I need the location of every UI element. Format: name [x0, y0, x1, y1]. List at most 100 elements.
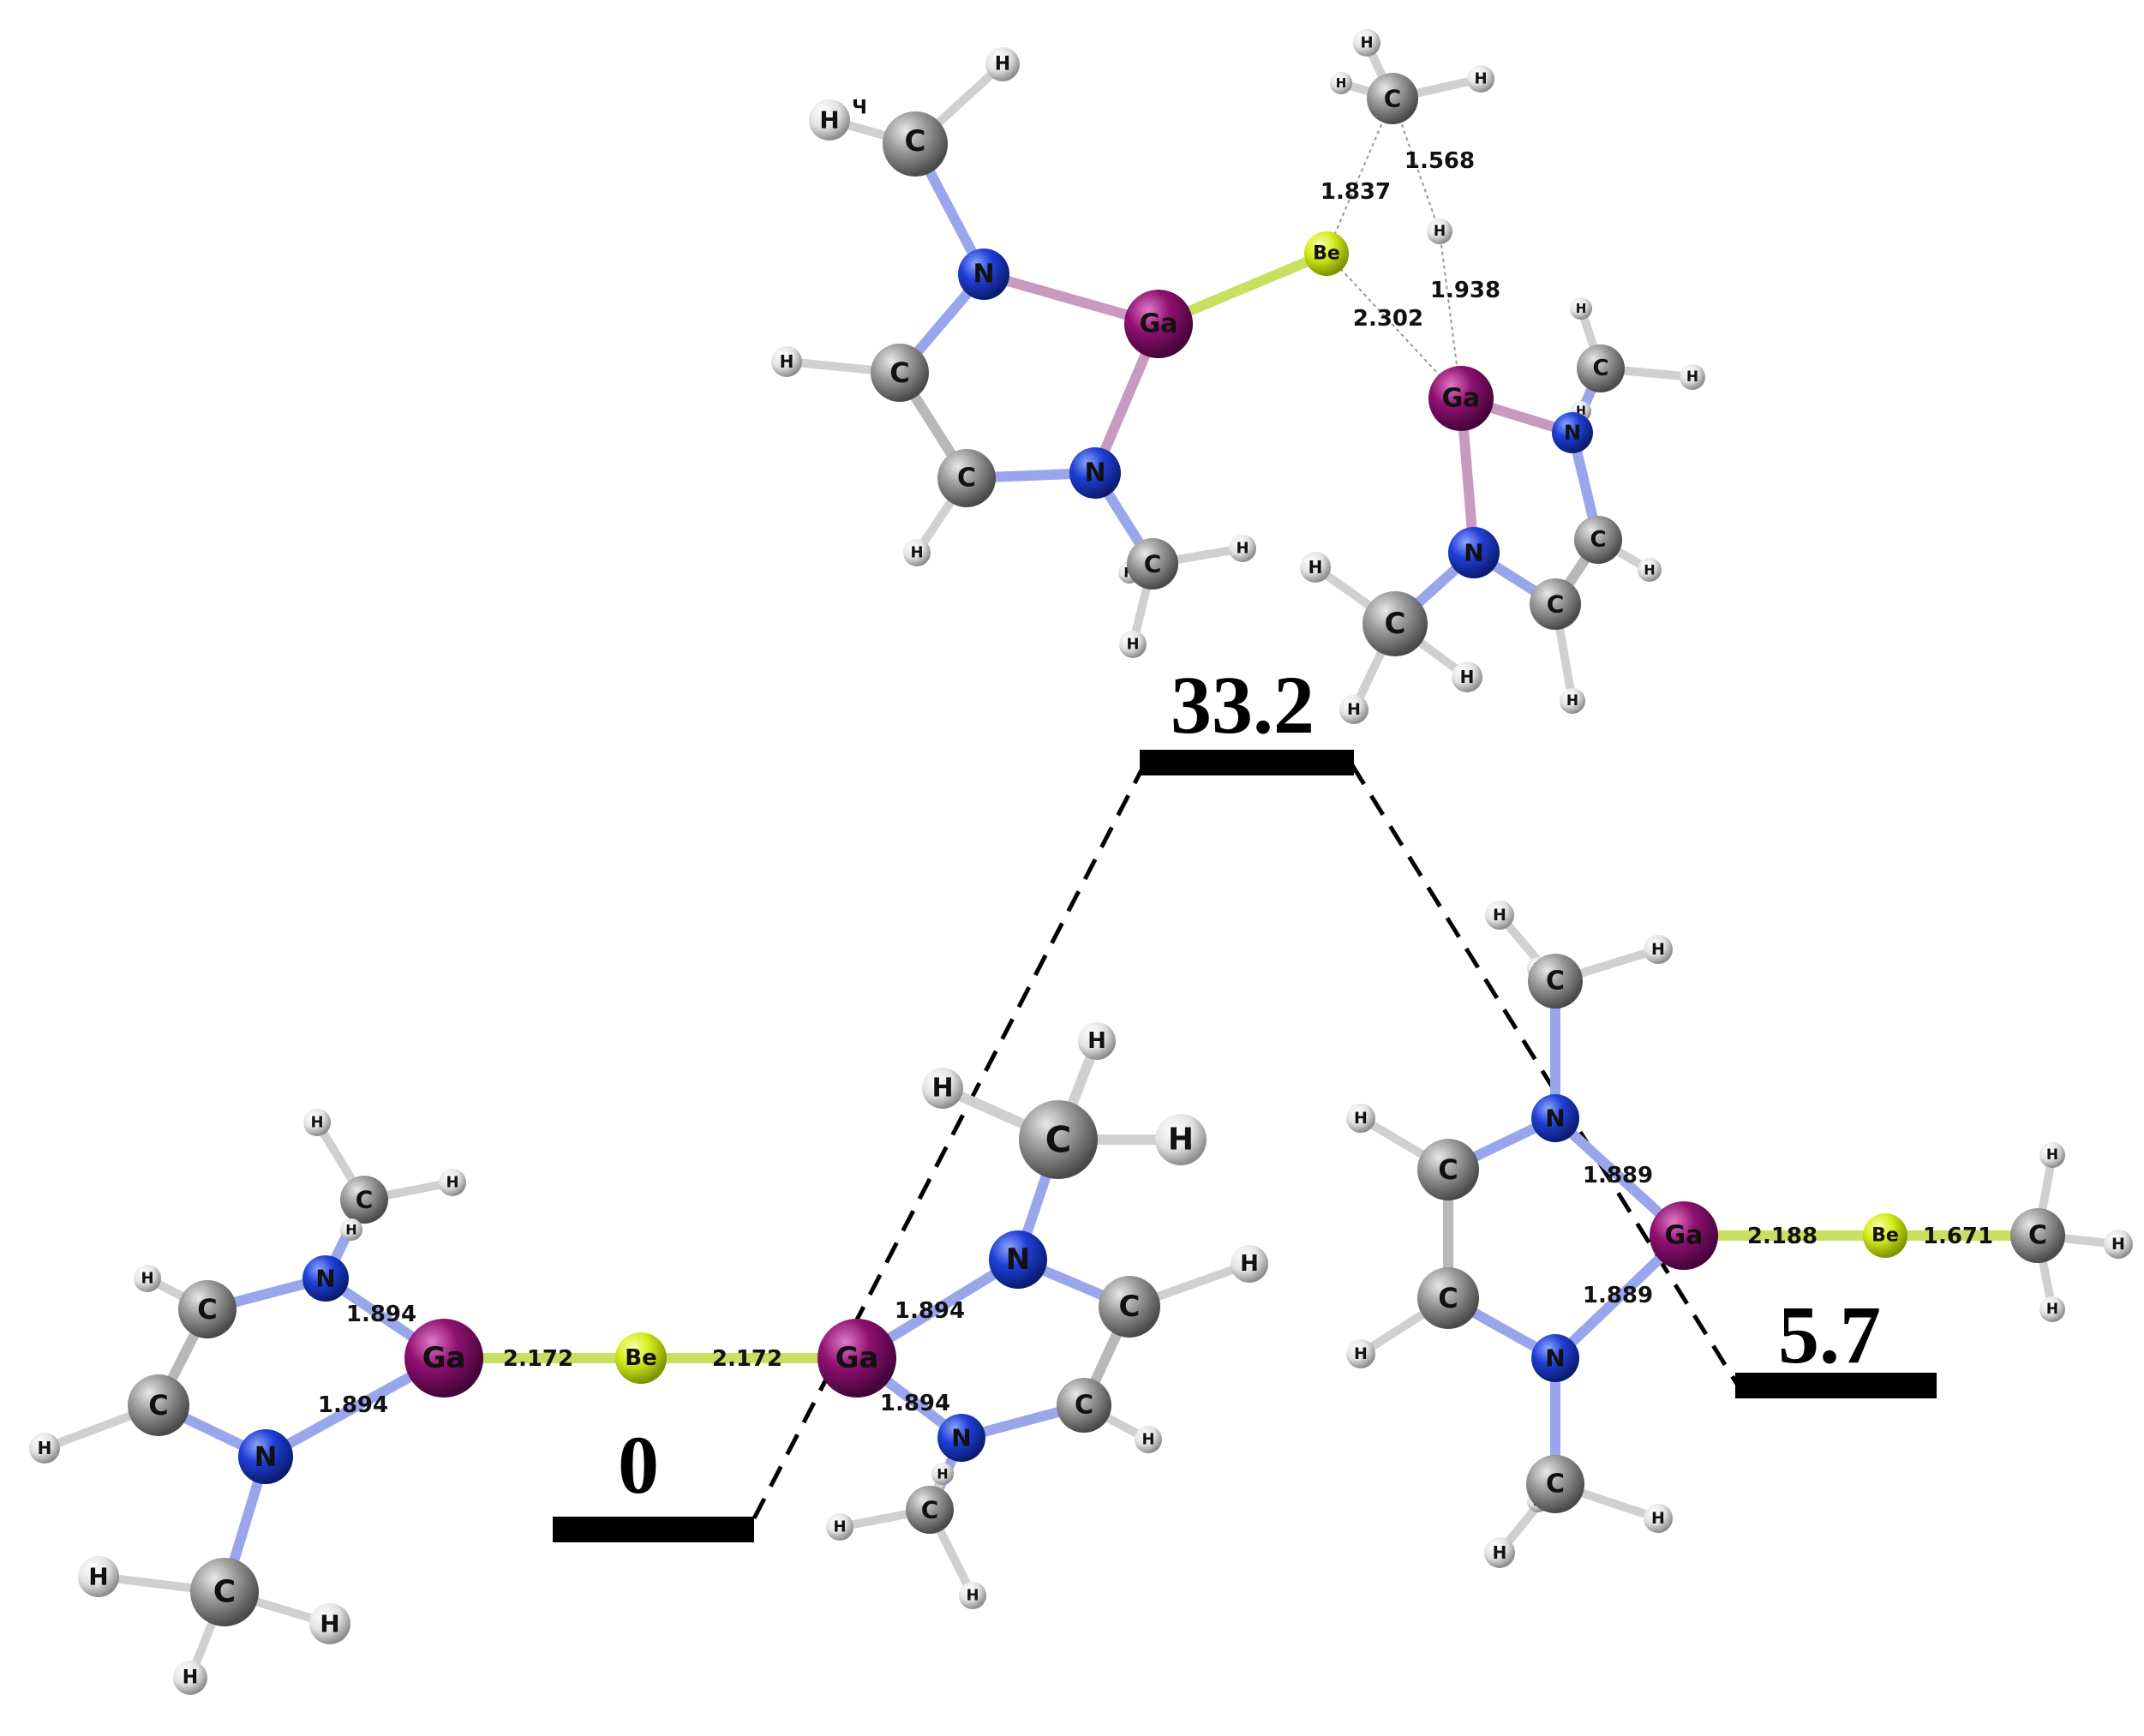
svg-text:H: H [966, 1587, 979, 1605]
svg-text:H: H [1686, 368, 1698, 386]
atom-c: C [1574, 516, 1622, 564]
atom-c: C [1530, 578, 1581, 630]
atom-n: N [1531, 1094, 1579, 1142]
atom-c: C [1528, 954, 1583, 1009]
atom-n: N [1531, 1334, 1579, 1382]
product-atoms: H H H C H N C Ga Be H C H H C H N H C H … [1346, 901, 2133, 1568]
atom-h: H [1078, 1022, 1116, 1060]
atom-h: H [826, 1513, 853, 1541]
atom-h: H [78, 1556, 119, 1597]
atom-h: H [1467, 65, 1494, 93]
atom-h: H [309, 1603, 350, 1644]
bond-length-label: 2.172 [503, 1346, 573, 1372]
atom-n: N [302, 1255, 349, 1302]
atom-c: C [906, 1486, 954, 1534]
svg-text:H: H [819, 106, 839, 135]
atom-c: C [1057, 1378, 1111, 1433]
svg-text:H: H [320, 1610, 339, 1638]
svg-text:N: N [1564, 421, 1581, 445]
atom-h: H [1680, 364, 1705, 390]
svg-text:N: N [315, 1265, 335, 1293]
atom-h: H [1570, 297, 1592, 320]
atom-h: H [1353, 29, 1380, 57]
svg-text:H: H [1087, 1028, 1106, 1054]
atom-n: N [1448, 527, 1500, 578]
svg-text:C: C [1592, 356, 1608, 381]
svg-text:C: C [957, 464, 976, 494]
bond-length-label: 1.894 [880, 1391, 950, 1416]
bond-length-label: 1.894 [318, 1392, 388, 1418]
atom-c: C [1577, 344, 1625, 392]
energy-levels: 0 33.2 5.7 [553, 659, 1937, 1542]
svg-text:N: N [255, 1440, 278, 1473]
svg-text:Ga: Ga [422, 1341, 466, 1375]
svg-text:C: C [1438, 1153, 1458, 1186]
transition-state-molecule: H H Ч C N H C C N H H C H H Ga Be H H C … [771, 29, 1705, 724]
svg-text:C: C [148, 1389, 168, 1422]
atom-h: H [1300, 552, 1331, 583]
bond-length-label: 1.894 [346, 1302, 416, 1327]
svg-text:C: C [889, 356, 909, 389]
atom-c: C [340, 1176, 388, 1224]
atom-h: H [1231, 1245, 1268, 1283]
reactant-bond-lengths: 1.894 1.894 2.172 2.172 1.894 1.894 [318, 1298, 965, 1418]
svg-text:N: N [1084, 458, 1105, 488]
svg-text:H: H [1309, 557, 1323, 578]
atom-h: H [1229, 535, 1256, 562]
svg-text:H: H [1434, 223, 1446, 240]
ts-atoms: H H Ч C N H C C N H H C H H Ga Be H H C … [771, 29, 1705, 724]
energy-level-ts [1140, 750, 1354, 775]
svg-text:H: H [1240, 1251, 1259, 1277]
svg-text:C: C [2028, 1221, 2047, 1251]
bond-length-label: 1.894 [895, 1298, 965, 1324]
svg-text:N: N [1545, 1344, 1565, 1373]
svg-text:H: H [1336, 75, 1347, 91]
atom-c: C [883, 111, 948, 177]
atom-ga: Ga [817, 1319, 896, 1398]
svg-text:H: H [1651, 940, 1665, 959]
svg-text:H: H [88, 1563, 108, 1591]
atom-h: H [903, 539, 931, 566]
svg-text:H: H [780, 351, 794, 372]
bond-length-label: 1.889 [1583, 1283, 1653, 1308]
atom-ga: Ga [1428, 366, 1494, 431]
svg-text:H: H [141, 1270, 153, 1288]
svg-text:H: H [1493, 1542, 1507, 1563]
svg-text:C: C [905, 124, 926, 159]
svg-text:Ga: Ga [1442, 384, 1481, 414]
atom-h: H [439, 1169, 466, 1196]
svg-text:H: H [345, 1222, 356, 1238]
svg-text:H: H [1354, 1344, 1368, 1363]
atom-h: H [985, 47, 1020, 81]
atom-h: H [959, 1582, 986, 1609]
atom-h: H [1485, 901, 1514, 930]
svg-text:C: C [1546, 1470, 1565, 1500]
svg-text:C: C [1590, 527, 1606, 553]
svg-text:C: C [1547, 590, 1565, 619]
svg-text:C: C [921, 1496, 939, 1524]
atom-n: N [989, 1230, 1047, 1289]
atom-c: C [1417, 1267, 1479, 1329]
atom-h: H [809, 99, 850, 141]
bond-length-label: 1.889 [1583, 1163, 1653, 1188]
atom-n: N [958, 248, 1009, 300]
svg-text:H: H [1644, 562, 1655, 578]
atom-h: H [931, 1463, 954, 1485]
atom-h: H [340, 1218, 362, 1241]
bond-length-label: 1.568 [1404, 148, 1475, 174]
svg-text:H: H [1354, 1109, 1368, 1128]
atom-be: Be [615, 1332, 667, 1384]
svg-text:H: H [2046, 1146, 2058, 1164]
atom-c: C [1367, 73, 1418, 124]
svg-text:Ga: Ga [1665, 1221, 1704, 1251]
atom-h: H [1638, 558, 1662, 582]
reaction-path-right [1350, 763, 1742, 1390]
atom-h: H [1155, 1114, 1207, 1165]
reactant-molecule: H H C H N H C C H N H C H H Ga Be H H C … [29, 1022, 1268, 1695]
bond-length-label: 2.188 [1747, 1224, 1818, 1249]
atom-n: N [1069, 447, 1121, 499]
atom-c: C [1019, 1100, 1098, 1179]
svg-text:C: C [213, 1575, 236, 1610]
atom-h: H [1135, 1426, 1162, 1453]
